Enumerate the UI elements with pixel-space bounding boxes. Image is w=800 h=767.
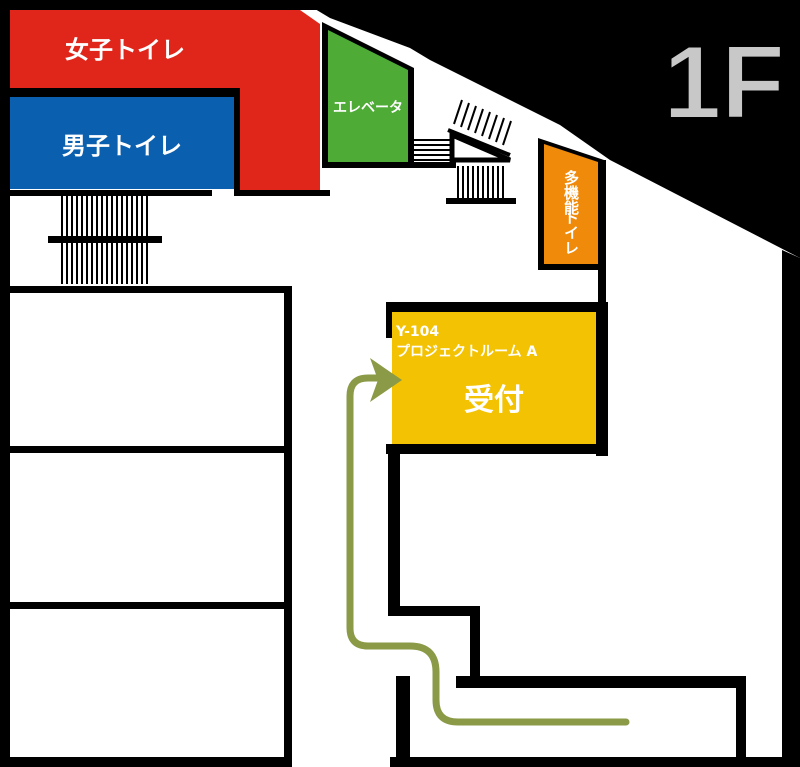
corridor-walls: [388, 444, 746, 767]
floor-number: 1F: [663, 25, 784, 141]
toilet-walls: [0, 88, 330, 196]
staircase-left: [48, 196, 162, 284]
stair-tread: [481, 111, 491, 137]
staircase-upper: [410, 99, 516, 204]
womens-toilet-label: 女子トイレ: [65, 36, 185, 64]
stair-tread: [502, 120, 512, 146]
stair-tread: [467, 105, 477, 131]
mens-toilet-label: 男子トイレ: [62, 132, 182, 160]
project-room[interactable]: Y-104 プロジェクトルーム A 受付: [386, 302, 608, 456]
reception-label: 受付: [464, 383, 524, 418]
route-to-reception: [346, 358, 630, 726]
left-rooms: [0, 286, 292, 767]
multi-toilet-label-line2: トイレ: [562, 210, 580, 255]
multi-function-toilet[interactable]: 多機能 トイレ: [538, 138, 606, 310]
stair-tread: [488, 114, 498, 140]
elevator[interactable]: エレベータ: [322, 22, 414, 168]
stair-tread: [460, 102, 470, 128]
room-name: プロジェクトルーム A: [396, 344, 537, 360]
room-number: Y-104: [395, 324, 439, 340]
stair-tread: [495, 117, 505, 143]
elevator-label: エレベータ: [333, 100, 403, 116]
stair-tread: [474, 108, 484, 134]
multi-toilet-label-line1: 多機能: [562, 169, 580, 216]
stair-tread: [453, 99, 463, 125]
mens-toilet[interactable]: 男子トイレ: [10, 97, 234, 189]
route-arrowhead: [370, 358, 402, 402]
womens-toilet[interactable]: 女子トイレ: [10, 10, 320, 192]
